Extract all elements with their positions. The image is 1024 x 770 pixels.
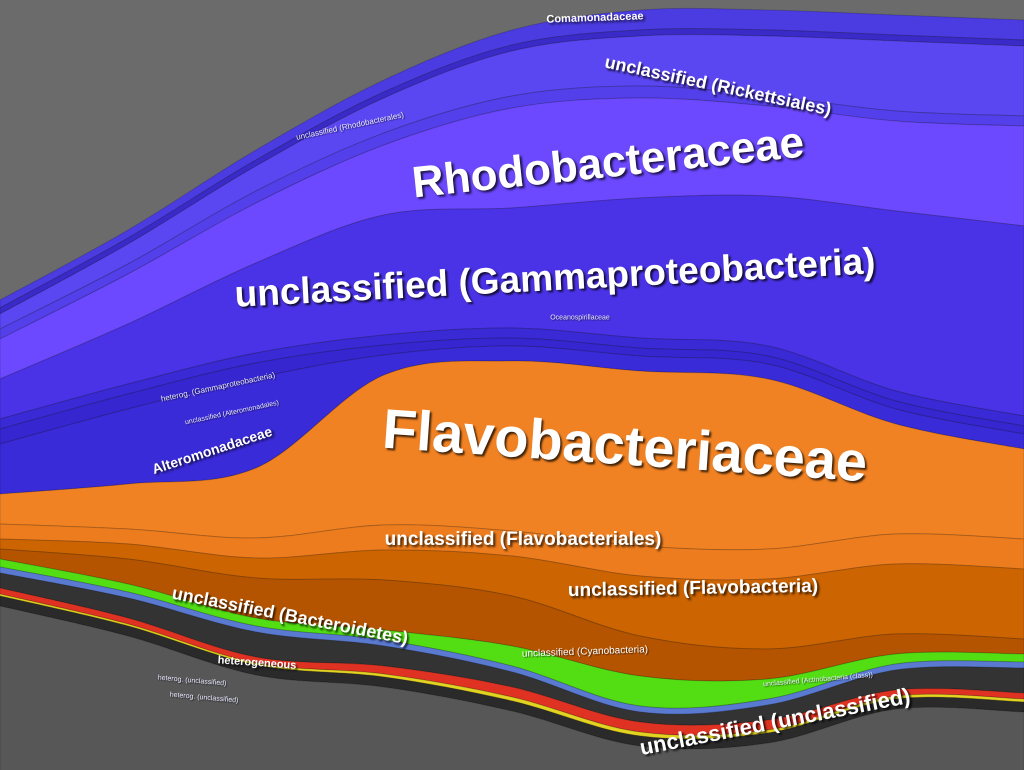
label-flavobacteria: unclassified (Flavobacteria) [567,575,819,602]
stream-layer-unclassified-rhodobacterales [0,85,1024,340]
label-oceanospirillaceae: Oceanospirillaceae [550,314,610,322]
label-flavobacteriales: unclassified (Flavobacteriales) [384,529,662,550]
stream-layer-unclassified-unclassified [0,605,1024,770]
